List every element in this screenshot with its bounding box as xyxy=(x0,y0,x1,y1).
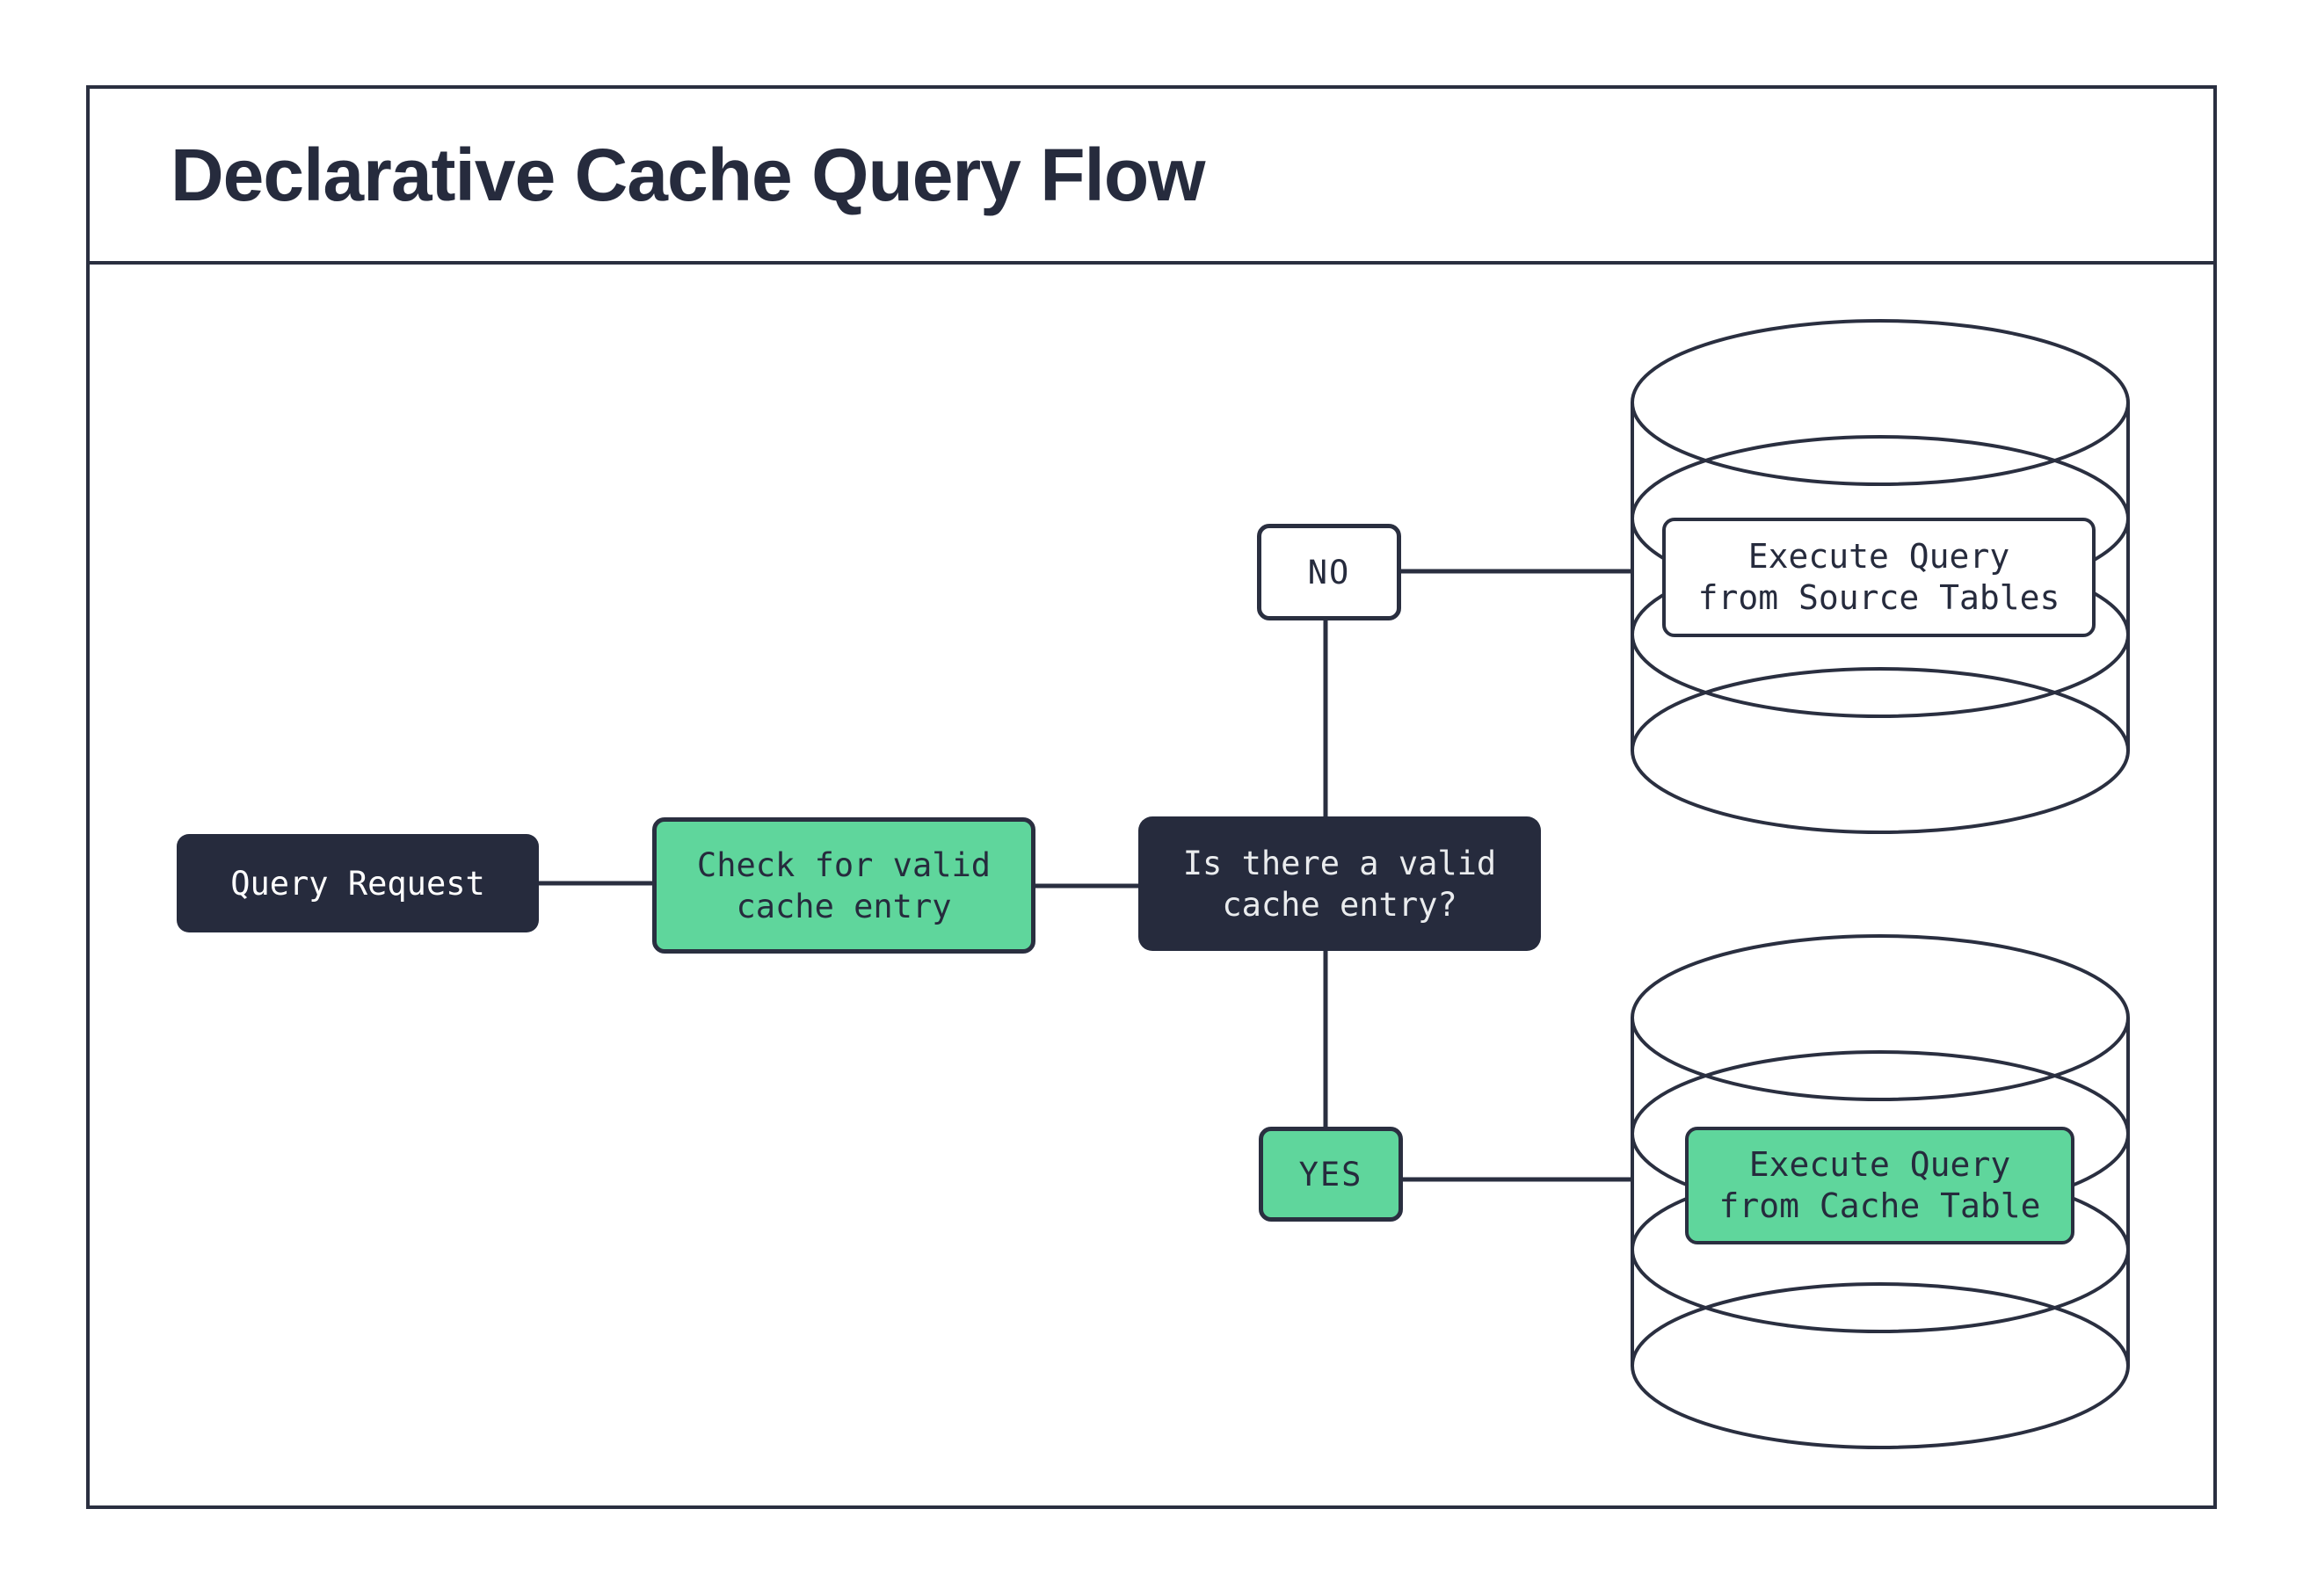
check-cache-line2: cache entry xyxy=(736,887,952,925)
flow-node-branch-no: NO xyxy=(1257,524,1401,620)
execute-source-line1: Execute Query xyxy=(1747,537,2010,576)
flow-node-query-request: Query Request xyxy=(177,834,539,932)
decision-line2: cache entry? xyxy=(1222,885,1457,924)
execute-source-line2: from Source Tables xyxy=(1697,578,2060,617)
execute-cache-line1: Execute Query xyxy=(1748,1145,2011,1184)
branch-no-label: NO xyxy=(1307,553,1351,591)
flow-node-execute-cache: Execute Query from Cache Table xyxy=(1685,1127,2074,1244)
execute-cache-line2: from Cache Table xyxy=(1718,1186,2041,1225)
check-cache-line1: Check for valid xyxy=(696,845,992,884)
flow-node-execute-source: Execute Query from Source Tables xyxy=(1662,518,2096,637)
diagram-header: Declarative Cache Query Flow xyxy=(90,89,2213,265)
query-request-label: Query Request xyxy=(230,864,485,903)
flow-node-decision: Is there a valid cache entry? xyxy=(1138,816,1541,951)
page-title: Declarative Cache Query Flow xyxy=(171,133,1206,216)
flow-node-branch-yes: YES xyxy=(1259,1127,1403,1222)
flow-node-check-cache: Check for valid cache entry xyxy=(652,817,1035,954)
decision-line1: Is there a valid xyxy=(1182,844,1497,882)
branch-yes-label: YES xyxy=(1298,1155,1363,1193)
